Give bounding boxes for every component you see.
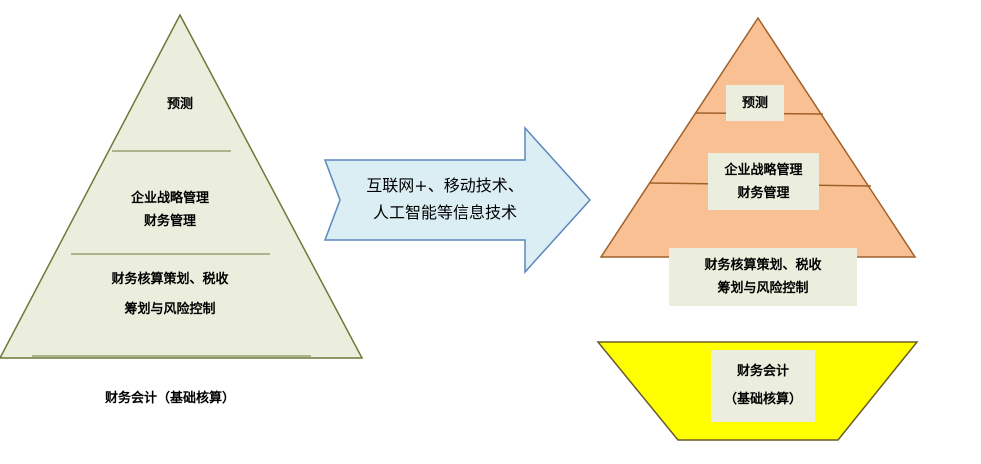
transition-arrow (323, 126, 592, 274)
left-level3-line2: 筹划与风险控制 (124, 302, 216, 317)
left-pyramid (0, 13, 364, 359)
right-level1-label: 预测 (741, 95, 768, 111)
left-level2-line1: 企业战略管理 (130, 191, 209, 206)
left-level3-line1: 财务核算策划、税收 (111, 272, 229, 287)
right-pyramid (599, 16, 917, 258)
arrow-text: 互联网+、移动技术、 人工智能等信息技术 (345, 172, 545, 226)
left-level1-label: 预测 (166, 97, 193, 112)
right-level2-box: 企业战略管理 财务管理 (708, 153, 819, 210)
right-level2-line1: 企业战略管理 (724, 162, 803, 178)
right-level3-line1: 财务核算策划、税收 (704, 258, 822, 273)
right-level3-box: 财务核算策划、税收 筹划与风险控制 (669, 248, 857, 306)
right-base-line1: 财务会计 (736, 364, 789, 379)
right-level1-box: 预测 (726, 85, 784, 121)
right-base-box: 财务会计 （基础核算） (711, 350, 815, 422)
right-level3-line2: 筹划与风险控制 (717, 281, 809, 296)
arrow-text-line2: 人工智能等信息技术 (372, 203, 517, 222)
right-level2-line2: 财务管理 (737, 185, 790, 201)
right-base-line2: （基础核算） (723, 392, 802, 407)
left-level2-line2: 财务管理 (143, 214, 196, 229)
arrow-text-line1: 互联网+、移动技术、 (366, 176, 524, 195)
left-base-label: 财务会计（基础核算） (104, 391, 235, 406)
